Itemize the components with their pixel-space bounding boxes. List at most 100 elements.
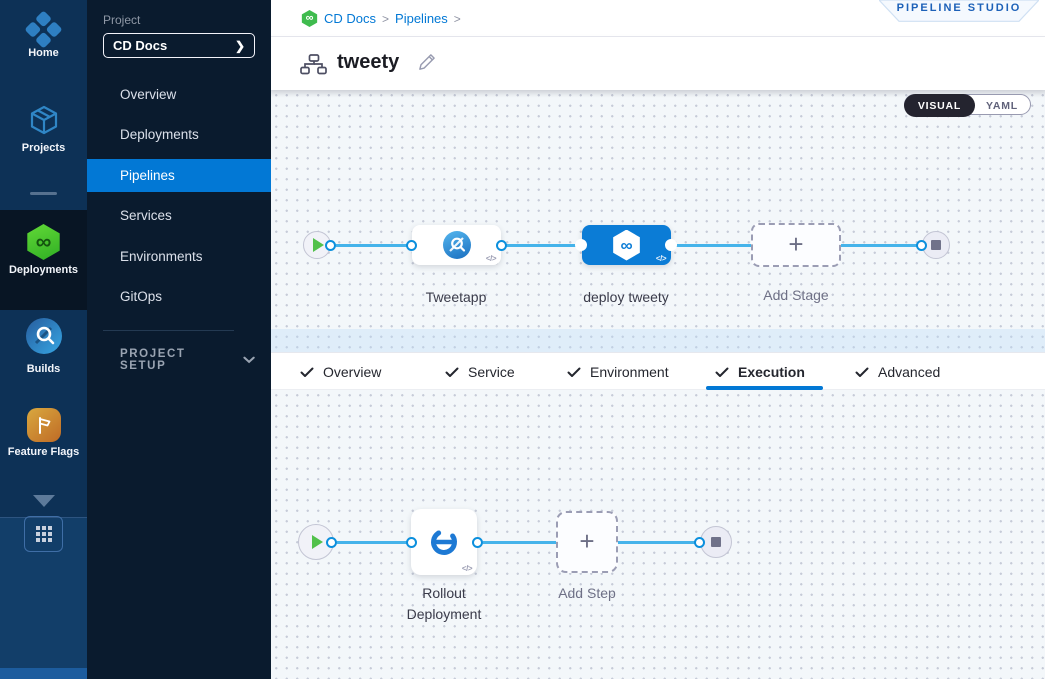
edit-pipeline-name-button[interactable] bbox=[417, 53, 436, 72]
step-in-port[interactable] bbox=[405, 536, 417, 548]
sidebar-item-environments[interactable]: Environments bbox=[120, 248, 203, 264]
step-out-port[interactable] bbox=[471, 536, 483, 548]
pipeline-name: tweety bbox=[337, 51, 400, 73]
check-icon bbox=[445, 367, 459, 377]
add-stage-label: Add Stage bbox=[763, 287, 829, 303]
code-view-icon[interactable]: </> bbox=[655, 254, 667, 263]
rail-lower-section bbox=[0, 517, 87, 668]
rail-divider bbox=[30, 192, 57, 195]
project-sidebar: Project CD Docs ❯ Overview Deployments P… bbox=[87, 0, 271, 679]
rail-item-builds[interactable]: Builds bbox=[0, 318, 87, 375]
rolling-deployment-icon bbox=[431, 529, 457, 555]
execution-canvas: </> Rollout Deployment + Add Step bbox=[271, 390, 1045, 679]
end-node-in-port[interactable] bbox=[915, 239, 927, 251]
end-node-in-port[interactable] bbox=[693, 536, 705, 548]
stage-out-port[interactable] bbox=[665, 239, 677, 251]
stage-config-tabs: Overview Service Environment Execution A… bbox=[271, 352, 1045, 390]
rail-item-deployments[interactable]: ∞ Deployments bbox=[0, 224, 87, 276]
toggle-yaml-button[interactable]: YAML bbox=[986, 99, 1018, 112]
code-view-icon[interactable]: </> bbox=[461, 564, 473, 573]
breadcrumb-row: ∞ CD Docs > Pipelines > PIPELINE STUDIO bbox=[271, 0, 1045, 37]
code-view-icon[interactable]: </> bbox=[485, 254, 497, 263]
step-connector bbox=[337, 541, 407, 544]
tab-execution[interactable]: Execution bbox=[715, 353, 805, 391]
pencil-icon bbox=[419, 54, 435, 70]
add-step-button[interactable]: + bbox=[556, 511, 618, 573]
stage-in-port[interactable] bbox=[405, 239, 417, 251]
play-icon bbox=[312, 535, 323, 549]
step-label: Rollout Deployment bbox=[406, 585, 482, 622]
check-icon bbox=[300, 367, 314, 377]
rail-divider bbox=[0, 517, 87, 518]
deploy-stage-icon: ∞ bbox=[613, 229, 640, 261]
cd-module-icon: ∞ bbox=[301, 10, 318, 27]
toggle-visual-button[interactable]: VISUAL bbox=[904, 94, 975, 117]
chevron-down-icon bbox=[32, 495, 55, 507]
build-stage-icon bbox=[442, 231, 471, 259]
module-grid-button[interactable] bbox=[24, 516, 63, 552]
tab-service[interactable]: Service bbox=[445, 353, 515, 391]
rail-item-home[interactable]: Home bbox=[0, 10, 87, 59]
sidebar-item-deployments[interactable]: Deployments bbox=[120, 127, 199, 143]
stage-out-port[interactable] bbox=[495, 239, 507, 251]
project-selector-value: CD Docs bbox=[113, 38, 168, 53]
stage-card-tweetapp[interactable]: </> bbox=[412, 225, 501, 265]
start-node-out-port[interactable] bbox=[325, 239, 336, 251]
stage-connector bbox=[841, 244, 921, 247]
stage-connector bbox=[336, 244, 412, 247]
projects-cube-icon bbox=[30, 105, 57, 135]
stage-card-deploy-tweety[interactable]: ∞ </> bbox=[582, 225, 671, 265]
project-selector[interactable]: CD Docs ❯ bbox=[103, 33, 255, 58]
add-stage-button[interactable]: + bbox=[751, 223, 841, 267]
stage-in-port[interactable] bbox=[575, 239, 587, 251]
pipeline-icon bbox=[300, 54, 327, 75]
project-nav: Overview Deployments Pipelines Services … bbox=[87, 74, 271, 317]
sidebar-item-gitops[interactable]: GitOps bbox=[120, 289, 163, 305]
start-node-out-port[interactable] bbox=[326, 536, 337, 548]
stage-label: Tweetapp bbox=[425, 289, 487, 305]
step-card-rollout-deployment[interactable]: </> bbox=[411, 509, 477, 575]
breadcrumb-separator: > bbox=[382, 11, 390, 26]
plus-icon: + bbox=[788, 228, 804, 259]
sidebar-item-pipelines[interactable]: Pipelines bbox=[87, 158, 271, 192]
deployments-cd-icon: ∞ bbox=[27, 224, 60, 260]
stage-connector bbox=[675, 244, 752, 247]
studio-ribbon-shape bbox=[878, 0, 1040, 22]
check-icon bbox=[567, 367, 581, 377]
feature-flags-icon bbox=[26, 408, 61, 442]
rail-bottom-strip bbox=[0, 668, 87, 679]
active-tab-underline bbox=[706, 386, 823, 390]
breadcrumb: ∞ CD Docs > Pipelines > bbox=[301, 10, 461, 27]
canvas-top-shadow bbox=[271, 90, 1045, 98]
visual-yaml-toggle: VISUAL YAML bbox=[904, 94, 1031, 117]
rail-item-feature-flags[interactable]: Feature Flags bbox=[0, 408, 87, 458]
pipeline-header: tweety VISUAL YAML bbox=[271, 37, 1045, 117]
pipeline-end-node[interactable] bbox=[922, 231, 950, 259]
sidebar-item-overview[interactable]: Overview bbox=[120, 86, 177, 102]
rail-item-projects[interactable]: Projects bbox=[0, 102, 87, 154]
execution-end-node[interactable] bbox=[700, 526, 732, 558]
check-icon bbox=[855, 367, 869, 377]
rail-item-label: Builds bbox=[26, 363, 61, 375]
plus-icon: + bbox=[579, 525, 595, 556]
breadcrumb-pipelines-link[interactable]: Pipelines bbox=[395, 11, 448, 26]
selection-tint-band bbox=[271, 329, 1045, 352]
home-icon bbox=[24, 10, 63, 49]
rail-item-label: Deployments bbox=[8, 264, 79, 276]
check-icon bbox=[715, 367, 729, 377]
breadcrumb-project-link[interactable]: CD Docs bbox=[324, 11, 377, 26]
tab-environment[interactable]: Environment bbox=[567, 353, 669, 391]
stage-connector bbox=[506, 244, 582, 247]
tab-advanced[interactable]: Advanced bbox=[855, 353, 940, 391]
sidebar-item-services[interactable]: Services bbox=[120, 208, 172, 224]
rail-item-label: Feature Flags bbox=[7, 446, 80, 458]
project-setup-toggle[interactable]: PROJECT SETUP bbox=[120, 348, 255, 372]
play-icon bbox=[313, 238, 324, 252]
pipeline-studio-content: ∞ CD Docs > Pipelines > PIPELINE STUDIO bbox=[271, 0, 1045, 679]
rail-more-modules[interactable] bbox=[0, 494, 87, 512]
stop-icon bbox=[931, 240, 941, 250]
rail-item-label: Projects bbox=[21, 142, 66, 154]
tab-overview[interactable]: Overview bbox=[300, 353, 381, 391]
add-step-label: Add Step bbox=[558, 585, 616, 601]
